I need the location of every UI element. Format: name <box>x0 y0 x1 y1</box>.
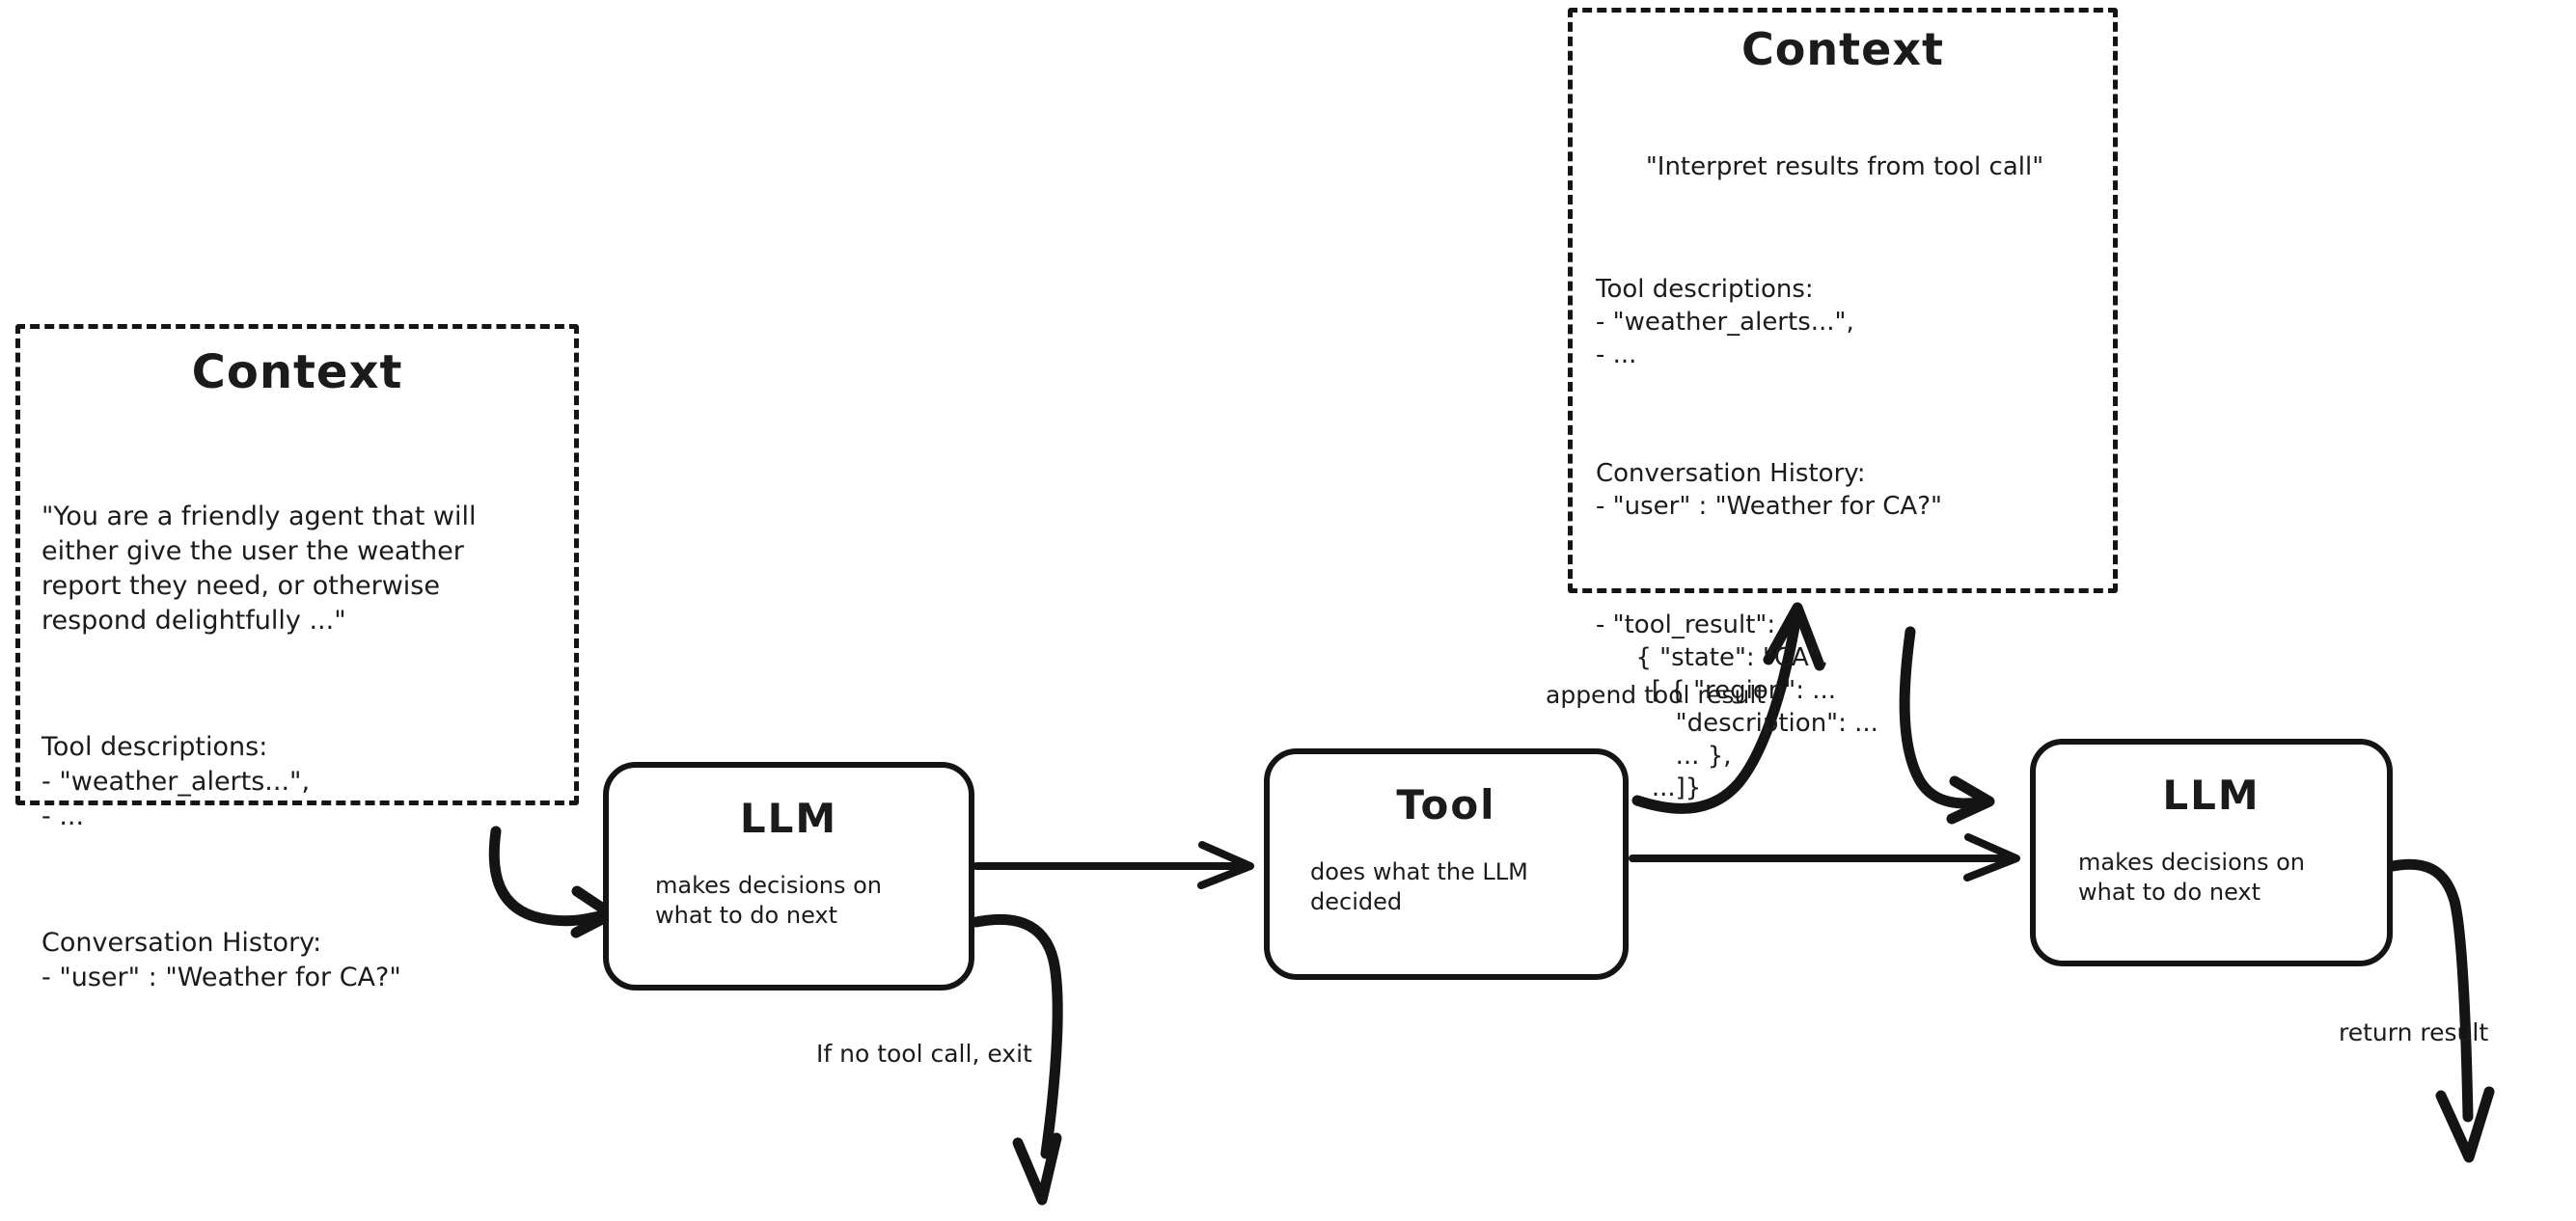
context-right-tool-descriptions: Tool descriptions: - "weather_alerts..."… <box>1596 275 1854 369</box>
context-right-body: "Interpret results from tool call" Tool … <box>1596 86 2113 871</box>
context-right-title: Context <box>1741 23 1944 75</box>
node-llm-first[interactable]: LLM makes decisions on what to do next <box>603 762 974 990</box>
arrow-llm1-to-tool <box>973 841 1254 889</box>
edge-label-no-tool-call-exit: If no tool call, exit <box>816 1040 1032 1068</box>
context-left-body: "You are a friendly agent that will eith… <box>41 429 574 1065</box>
context-box-right: Context "Interpret results from tool cal… <box>1568 8 2118 802</box>
arrow-llm2-return <box>2387 858 2495 1163</box>
node-tool[interactable]: Tool does what the LLM decided <box>1264 748 1629 980</box>
node-tool-title: Tool <box>1396 781 1496 828</box>
context-left-title: Context <box>191 345 403 399</box>
context-left-system-prompt: "You are a friendly agent that will eith… <box>41 501 477 637</box>
context-left-conversation-history: Conversation History: - "user" : "Weathe… <box>41 927 401 992</box>
node-llm-second-title: LLM <box>2162 772 2261 819</box>
context-right-quote: "Interpret results from tool call" <box>1645 151 2044 181</box>
context-left-tool-descriptions: Tool descriptions: - "weather_alerts..."… <box>41 731 311 832</box>
edge-label-return-result: return result <box>2339 1018 2489 1046</box>
context-right-tool-result: - "tool_result": { "state": "CA", [ { "r… <box>1596 610 1878 803</box>
node-llm-first-title: LLM <box>739 795 838 842</box>
node-llm-second[interactable]: LLM makes decisions on what to do next <box>2030 739 2393 966</box>
node-tool-subtitle: does what the LLM decided <box>1310 858 1528 916</box>
node-llm-second-subtitle: makes decisions on what to do next <box>2078 849 2305 907</box>
context-box-left: Context "You are a friendly agent that w… <box>15 324 579 992</box>
edge-label-append-tool-result: append tool result <box>1546 681 1767 709</box>
node-llm-first-subtitle: makes decisions on what to do next <box>655 872 882 930</box>
context-right-conversation-history: Conversation History: - "user" : "Weathe… <box>1596 459 1942 522</box>
